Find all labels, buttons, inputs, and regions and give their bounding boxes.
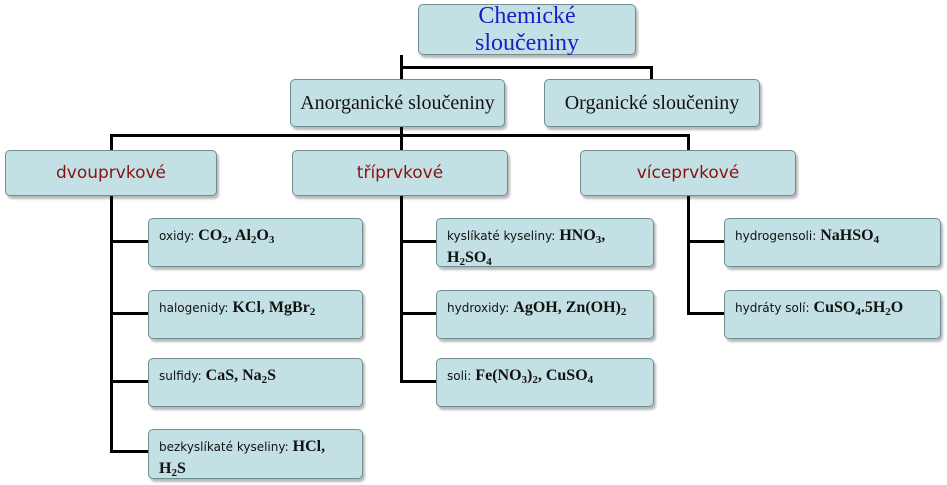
leaf-prefix: soli: [447,369,472,383]
group-node-two-element: dvouprvkové [5,150,217,196]
leaf-prefix: sulfidy: [159,369,202,383]
connector-to-group-3 [687,134,690,150]
root-node: Chemické sloučeniny [418,2,636,56]
leaf-prefix: oxidy: [159,229,195,243]
leaf-node: hydroxidy: AgOH, Zn(OH)2 [436,290,654,339]
leaf-formula: NaHSO4 [820,227,880,246]
connector-to-inorganic [400,66,403,79]
group-1-branch-2 [110,312,148,315]
inorganic-node-label: Anorganické sloučeniny [300,91,495,114]
leaf-prefix: bezkyslíkaté kyseliny: [159,440,289,454]
group-2-trunk [400,196,403,383]
group-3-branch-2 [687,312,724,315]
leaf-node: kyslíkaté kyseliny: HNO3, H2SO4 [436,218,654,268]
root-node-label: Chemické sloučeniny [475,2,579,56]
group-label: dvouprvkové [55,163,167,183]
leaf-prefix: hydroxidy: [447,301,510,315]
group-2-branch-3 [400,380,436,383]
group-1-branch-4 [110,450,148,453]
leaf-formula: CaS, Na2S [205,367,277,386]
group-1-branch-3 [110,380,148,383]
leaf-prefix: kyslíkaté kyseliny: [447,229,556,243]
organic-node-label: Organické sloučeniny [564,91,740,114]
group-1-branch-1 [110,240,148,243]
connector-level2-horizontal [400,66,653,69]
leaf-prefix: hydrogensoli: [735,229,817,243]
group-3-trunk [687,196,690,315]
connector-to-group-2 [400,134,403,150]
leaf-prefix: hydráty solí: [735,301,810,315]
leaf-formula: Fe(NO3)2, CuSO4 [475,367,594,386]
group-2-branch-1 [400,240,436,243]
organic-node: Organické sloučeniny [544,79,760,127]
group-3-branch-1 [687,240,724,243]
connector-inorganic-down [400,127,403,137]
leaf-formula: CO2, Al2O3 [198,227,275,246]
group-node-three-element: tříprvkové [292,150,508,196]
leaf-node: soli: Fe(NO3)2, CuSO4 [436,358,654,407]
leaf-node: halogenidy: KCl, MgBr2 [148,290,363,339]
group-node-multi-element: víceprvkové [580,150,796,196]
leaf-formula: HCl, H2S [159,438,326,479]
leaf-formula: HNO3, H2SO4 [447,227,606,268]
inorganic-node: Anorganické sloučeniny [290,79,505,127]
leaf-prefix: halogenidy: [159,301,229,315]
group-label: tříprvkové [356,163,444,183]
connector-to-group-1 [110,134,113,150]
group-2-branch-2 [400,312,436,315]
leaf-formula: CuSO4.5H2O [813,299,904,318]
leaf-node: sulfidy: CaS, Na2S [148,358,363,407]
leaf-node: hydráty solí: CuSO4.5H2O [724,290,941,339]
leaf-node: oxidy: CO2, Al2O3 [148,218,363,267]
connector-root-down [400,55,403,68]
leaf-formula: AgOH, Zn(OH)2 [513,299,627,318]
group-label: víceprvkové [636,163,740,183]
leaf-node: bezkyslíkaté kyseliny: HCl, H2S [148,429,363,479]
group-1-trunk [110,196,113,452]
leaf-formula: KCl, MgBr2 [232,299,316,318]
connector-to-organic [650,66,653,79]
leaf-node: hydrogensoli: NaHSO4 [724,218,941,267]
